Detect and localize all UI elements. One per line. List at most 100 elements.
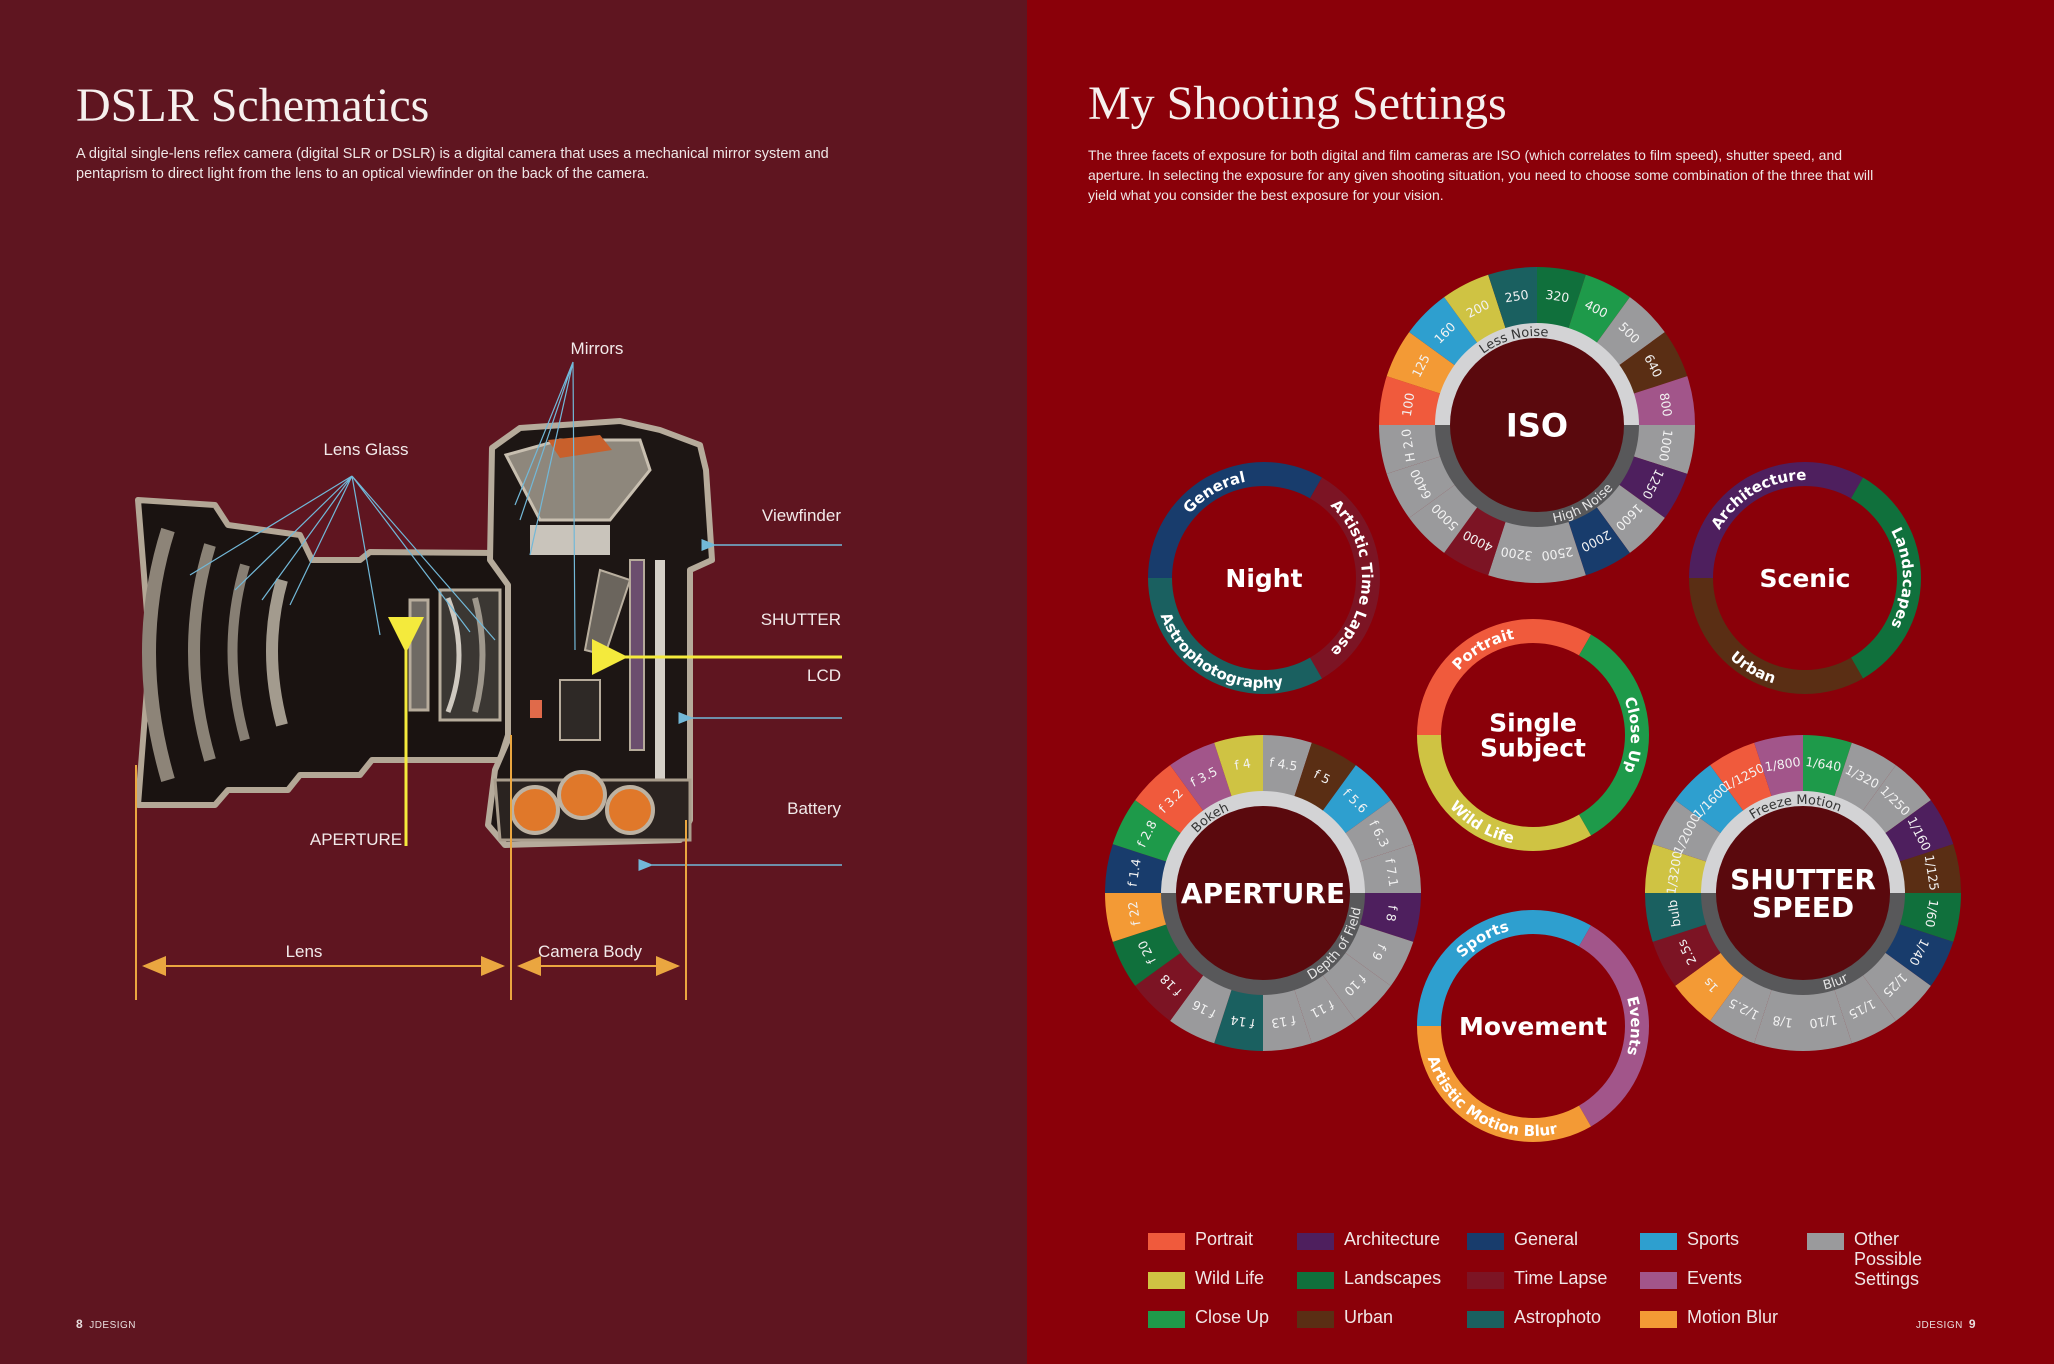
movement-segment xyxy=(1417,1026,1591,1143)
movement-title: Movement xyxy=(1459,1012,1607,1041)
aperture-segment-label: f 14 xyxy=(1229,1013,1255,1032)
legend-item-events: Events xyxy=(1640,1268,1742,1289)
iso-segment xyxy=(1488,521,1537,583)
iso-segment-label: 320 xyxy=(1544,287,1570,306)
legend-label: Portrait xyxy=(1195,1229,1254,1249)
legend-label: Motion Blur xyxy=(1687,1307,1779,1327)
night-title: Night xyxy=(1225,564,1302,593)
aperture-segment xyxy=(1170,742,1232,812)
page-title-dslr-schematics: DSLR Schematics xyxy=(76,79,430,132)
movement-segment-label: Artistic Motion Blur xyxy=(1424,1053,1559,1140)
exposure-intro-text: The three facets of exposure for both di… xyxy=(1088,147,1874,203)
aperture-segment xyxy=(1359,893,1421,942)
legend-swatch xyxy=(1640,1233,1677,1250)
shutter-bottom-band xyxy=(1701,893,1905,995)
legend-label: Urban xyxy=(1344,1307,1394,1327)
aperture-center xyxy=(1176,806,1350,980)
legend-swatch xyxy=(1640,1311,1677,1328)
single-subject-title: Single xyxy=(1489,709,1577,738)
iso-segment xyxy=(1537,521,1586,583)
page-number-left: 8 xyxy=(76,1317,84,1331)
aperture-title: APERTURE xyxy=(1181,877,1345,910)
aperture-segment-label: f 4 xyxy=(1233,755,1252,772)
shutter-top-band xyxy=(1701,791,1905,893)
label-mirrors: Mirrors xyxy=(571,339,624,358)
legend-label: Sports xyxy=(1687,1229,1740,1249)
aperture-bottom-band xyxy=(1161,893,1365,995)
shutter-center xyxy=(1716,806,1890,980)
dimension-lines xyxy=(135,735,687,1000)
legend-label: Wild Life xyxy=(1195,1268,1265,1288)
shutter-segment xyxy=(1710,742,1772,812)
shutter-segment xyxy=(1652,924,1722,986)
shutter-segment xyxy=(1652,800,1722,862)
shutter-segment xyxy=(1803,989,1852,1051)
iso-segment-label: H 2.0 xyxy=(1398,428,1418,463)
aperture-segment-label: f 8 xyxy=(1383,904,1400,923)
legend-label: Other Possible Settings xyxy=(1854,1229,1923,1289)
aperture-top-band xyxy=(1161,791,1365,893)
aperture-segment xyxy=(1214,735,1263,797)
scenic-title: Scenic xyxy=(1760,564,1851,593)
iso-segment xyxy=(1386,456,1456,518)
iso-segment xyxy=(1568,506,1630,576)
legend-item-other: Other Possible Settings xyxy=(1807,1229,1924,1289)
night-segment xyxy=(1148,578,1322,694)
legend-label: Time Lapse xyxy=(1514,1268,1608,1288)
iso-segment xyxy=(1444,506,1506,576)
lens-glass-leader-lines xyxy=(189,475,496,641)
shutter-segment-label: 1/800 xyxy=(1764,754,1802,774)
iso-segment-label: 1000 xyxy=(1656,429,1676,463)
iso-segment xyxy=(1537,267,1586,329)
aperture-segment-label: f 13 xyxy=(1270,1013,1296,1032)
iso-segment-label: 100 xyxy=(1399,392,1418,418)
aperture-segment xyxy=(1322,765,1391,834)
mirrors-leader-lines xyxy=(514,361,576,651)
shutter-segment xyxy=(1862,765,1931,834)
label-shutter: SHUTTER xyxy=(761,610,841,629)
legend-item-landscapes: Landscapes xyxy=(1297,1268,1441,1289)
shutter-segment xyxy=(1834,974,1896,1044)
label-lcd: LCD xyxy=(807,666,841,685)
shutter-segment xyxy=(1899,893,1961,942)
iso-segment-label: 3200 xyxy=(1500,544,1534,564)
aperture-segment xyxy=(1294,974,1356,1044)
iso-segment xyxy=(1409,297,1478,366)
single-subject-segment xyxy=(1417,619,1591,735)
iso-segment xyxy=(1568,274,1630,344)
movement-segment xyxy=(1417,909,1591,1026)
dslr-cutaway-diagram: Mirrors Lens Glass Viewfinder SHUTTER LC… xyxy=(135,339,842,1000)
legend-label: Astrophoto xyxy=(1514,1307,1602,1327)
legend-label: Close Up xyxy=(1195,1307,1270,1327)
brand-right: JDESIGN xyxy=(1916,1320,1963,1331)
aperture-segment xyxy=(1359,844,1421,893)
night-segment xyxy=(1310,477,1380,679)
shutter-segment-label: 1/640 xyxy=(1804,754,1842,774)
shutter-segment xyxy=(1645,844,1707,893)
legend-item-astrophoto: Astrophoto xyxy=(1467,1307,1601,1328)
legend-item-sports: Sports xyxy=(1640,1229,1739,1250)
single-subject-segment xyxy=(1417,735,1591,851)
legend-swatch xyxy=(1640,1272,1677,1289)
iso-top-band xyxy=(1435,323,1639,425)
shutter-segment xyxy=(1834,742,1896,812)
shutter-segment xyxy=(1675,952,1744,1021)
aperture-segment xyxy=(1112,924,1182,986)
shutter-title: SPEED xyxy=(1752,891,1854,924)
brand-left: JDESIGN xyxy=(89,1320,137,1331)
legend-swatch xyxy=(1807,1233,1844,1250)
label-lens: Lens xyxy=(286,942,323,961)
legend-item-motionblur: Motion Blur xyxy=(1640,1307,1778,1328)
iso-segment xyxy=(1633,376,1695,425)
label-lens-glass: Lens Glass xyxy=(323,440,408,459)
aperture-segment xyxy=(1263,735,1312,797)
legend-swatch xyxy=(1148,1272,1185,1289)
aperture-segment xyxy=(1294,742,1356,812)
shutter-segment-label: 1/3200 xyxy=(1663,850,1685,896)
iso-title: ISO xyxy=(1506,407,1568,445)
dslr-intro-text: A digital single-lens reflex camera (dig… xyxy=(76,146,829,182)
shutter-segment-label: 1/125 xyxy=(1922,854,1942,892)
